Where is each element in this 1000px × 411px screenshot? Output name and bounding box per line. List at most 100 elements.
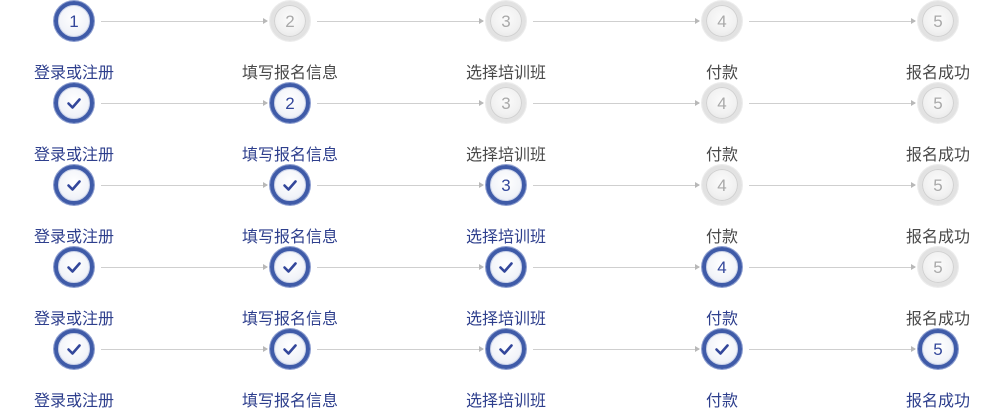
check-icon <box>283 180 297 191</box>
step-connector-arrow <box>101 264 268 270</box>
step-number: 2 <box>285 11 295 31</box>
step-1-indicator <box>54 247 94 287</box>
check-icon <box>283 262 297 273</box>
step-2-indicator: 2 <box>270 83 310 123</box>
step-1-label: 登录或注册 <box>33 227 114 246</box>
check-icon <box>67 180 81 191</box>
step-wizard: 1 登录或注册 2 填写报名信息 3 选择培训班 4 付款 5 报名成功 <box>0 0 1000 82</box>
step-3-indicator: 3 <box>486 165 526 205</box>
step-1-label: 登录或注册 <box>33 63 114 82</box>
check-icon <box>499 344 513 355</box>
step-connector-arrow <box>101 346 268 352</box>
step-5-indicator: 5 <box>918 247 958 287</box>
step-3-indicator: 3 <box>486 1 526 41</box>
step-connector-arrow <box>749 18 916 24</box>
step-2-label: 填写报名信息 <box>241 391 338 410</box>
step-number: 4 <box>717 11 727 31</box>
step-2-indicator <box>270 247 310 287</box>
step-4-indicator: 4 <box>702 247 742 287</box>
step-1-label: 登录或注册 <box>33 391 114 410</box>
step-5-indicator: 5 <box>918 165 958 205</box>
step-1-label: 登录或注册 <box>33 309 114 328</box>
step-1-indicator: 1 <box>54 1 94 41</box>
step-4-indicator: 4 <box>702 83 742 123</box>
step-connector-arrow <box>317 18 484 24</box>
check-icon <box>67 344 81 355</box>
step-4-label: 付款 <box>705 63 738 82</box>
step-2-label: 填写报名信息 <box>241 309 338 328</box>
step-connector-arrow <box>533 18 700 24</box>
step-connector-arrow <box>749 346 916 352</box>
step-5-indicator: 5 <box>918 329 958 369</box>
step-3-indicator <box>486 329 526 369</box>
step-connector-arrow <box>317 264 484 270</box>
step-number: 4 <box>717 257 727 277</box>
step-wizard: 登录或注册 填写报名信息 选择培训班 4 付款 5 报名成功 <box>0 246 1000 328</box>
step-2-indicator <box>270 329 310 369</box>
step-4-label: 付款 <box>705 309 738 328</box>
step-connector-arrow <box>101 18 268 24</box>
step-4-indicator <box>702 329 742 369</box>
step-5-label: 报名成功 <box>905 145 970 164</box>
step-4-label: 付款 <box>705 391 738 410</box>
step-3-indicator: 3 <box>486 83 526 123</box>
step-number: 4 <box>717 93 727 113</box>
step-3-label: 选择培训班 <box>465 63 546 82</box>
step-connector-arrow <box>317 182 484 188</box>
step-number: 2 <box>285 93 295 113</box>
step-4-indicator: 4 <box>702 165 742 205</box>
step-connector-arrow <box>101 182 268 188</box>
step-connector-arrow <box>533 182 700 188</box>
step-connector-arrow <box>533 346 700 352</box>
check-icon <box>499 262 513 273</box>
step-5-label: 报名成功 <box>905 227 970 246</box>
step-connector-arrow <box>317 346 484 352</box>
step-connector-arrow <box>533 100 700 106</box>
step-number: 5 <box>933 11 943 31</box>
step-number: 1 <box>69 11 79 31</box>
step-number: 5 <box>933 257 943 277</box>
step-3-label: 选择培训班 <box>465 145 546 164</box>
step-connector-arrow <box>749 264 916 270</box>
step-wizard: 登录或注册 填写报名信息 选择培训班 付款 5 报名成功 <box>0 328 1000 410</box>
step-connector-arrow <box>317 100 484 106</box>
step-4-label: 付款 <box>705 145 738 164</box>
step-3-label: 选择培训班 <box>465 309 546 328</box>
step-number: 3 <box>501 11 511 31</box>
step-3-indicator <box>486 247 526 287</box>
step-5-indicator: 5 <box>918 83 958 123</box>
step-2-indicator: 2 <box>270 1 310 41</box>
step-number: 4 <box>717 175 727 195</box>
step-3-label: 选择培训班 <box>465 391 546 410</box>
step-wizard: 登录或注册 2 填写报名信息 3 选择培训班 4 付款 5 报名成功 <box>0 82 1000 164</box>
step-5-indicator: 5 <box>918 1 958 41</box>
step-3-label: 选择培训班 <box>465 227 546 246</box>
step-1-indicator <box>54 83 94 123</box>
step-1-indicator <box>54 329 94 369</box>
step-2-indicator <box>270 165 310 205</box>
step-number: 3 <box>501 93 511 113</box>
step-2-label: 填写报名信息 <box>241 227 338 246</box>
step-1-indicator <box>54 165 94 205</box>
step-1-label: 登录或注册 <box>33 145 114 164</box>
step-connector-arrow <box>749 182 916 188</box>
step-4-label: 付款 <box>705 227 738 246</box>
step-number: 5 <box>933 339 943 359</box>
step-2-label: 填写报名信息 <box>241 145 338 164</box>
step-5-label: 报名成功 <box>905 391 970 410</box>
check-icon <box>715 344 729 355</box>
step-4-indicator: 4 <box>702 1 742 41</box>
check-icon <box>67 262 81 273</box>
step-number: 5 <box>933 175 943 195</box>
check-icon <box>67 98 81 109</box>
check-icon <box>283 344 297 355</box>
step-5-label: 报名成功 <box>905 309 970 328</box>
step-connector-arrow <box>101 100 268 106</box>
step-5-label: 报名成功 <box>905 63 970 82</box>
step-connector-arrow <box>749 100 916 106</box>
step-number: 5 <box>933 93 943 113</box>
step-wizard: 登录或注册 填写报名信息 3 选择培训班 4 付款 5 报名成功 <box>0 164 1000 246</box>
step-number: 3 <box>501 175 511 195</box>
step-connector-arrow <box>533 264 700 270</box>
step-2-label: 填写报名信息 <box>241 63 338 82</box>
